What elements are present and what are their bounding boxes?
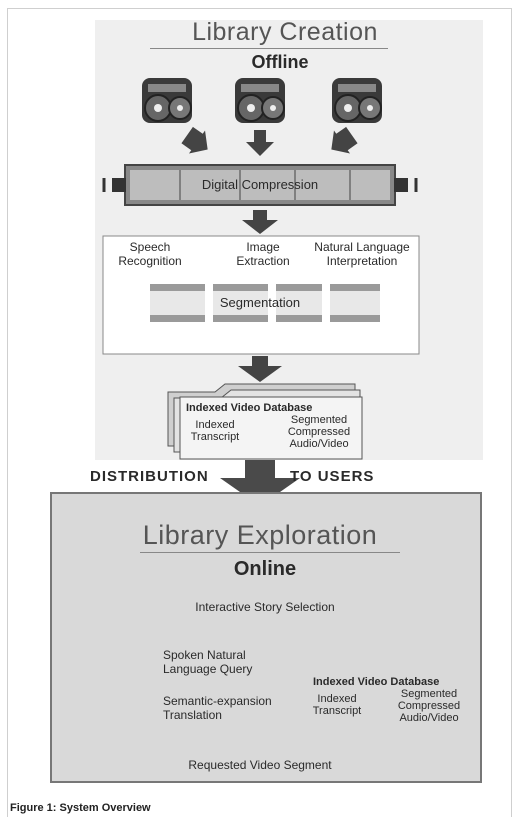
segmented-av-label: Segmented Compressed Audio/Video xyxy=(278,414,360,450)
online-title-rule xyxy=(140,552,400,553)
stage-label-line: Speech xyxy=(129,240,171,254)
db-label-line: Compressed xyxy=(287,426,351,438)
db-label-line: Segmented xyxy=(290,414,348,426)
expansion-label-line: Semantic-expansion xyxy=(163,694,272,708)
segmented-av-label: Segmented Compressed Audio/Video xyxy=(388,688,470,724)
db-label-line: Indexed xyxy=(195,419,235,431)
film-reel-icon xyxy=(235,78,285,123)
indexed-transcript-label: Indexed Transcript xyxy=(306,693,368,717)
db-label-line: Segmented xyxy=(400,688,458,700)
to-users-label: TO USERS xyxy=(290,468,375,485)
figure-frame xyxy=(7,8,512,817)
film-reel-icon xyxy=(142,78,192,123)
db-label-line: Compressed xyxy=(397,700,461,712)
database-title: Indexed Video Database xyxy=(313,676,440,688)
database-title: Indexed Video Database xyxy=(186,402,313,414)
db-label-line: Transcript xyxy=(190,431,240,443)
db-label-line: Indexed xyxy=(317,693,357,705)
stage-label-line: Image xyxy=(246,240,280,254)
image-extraction-label: Image Extraction xyxy=(218,240,308,268)
online-panel xyxy=(50,492,482,783)
story-selection-label: Interactive Story Selection xyxy=(195,600,335,614)
query-label-line: Language Query xyxy=(163,662,253,676)
database-folder-icon xyxy=(167,383,363,460)
db-label-line: Audio/Video xyxy=(289,438,349,450)
query-label-line: Spoken Natural xyxy=(163,648,246,662)
online-subtitle: Online xyxy=(233,558,297,580)
compression-label: Digital Compression xyxy=(201,177,319,192)
db-label-line: Transcript xyxy=(312,705,362,717)
down-arrow-icon xyxy=(242,210,278,234)
film-strip-icon xyxy=(102,164,418,206)
stage-label-line: Natural Language xyxy=(314,240,410,254)
stage-label-line: Recognition xyxy=(118,254,182,268)
down-arrow-icon xyxy=(181,126,358,156)
online-title: Library Exploration xyxy=(142,520,378,550)
distribution-label: DISTRIBUTION xyxy=(90,468,209,485)
distribution-arrow-icon xyxy=(220,460,300,506)
indexed-transcript-label: Indexed Transcript xyxy=(184,419,246,443)
requested-segment-label: Requested Video Segment xyxy=(188,758,332,772)
segmentation-strip-icon xyxy=(150,284,380,322)
expansion-label: Semantic-expansion Translation xyxy=(163,694,272,722)
expansion-label-line: Translation xyxy=(163,708,222,722)
down-arrow-icon xyxy=(238,356,282,382)
spoken-query-label: Spoken Natural Language Query xyxy=(163,648,252,676)
segmentation-label: Segmentation xyxy=(219,295,301,310)
offline-subtitle: Offline xyxy=(251,52,309,72)
offline-title-rule xyxy=(150,48,388,49)
nl-interpretation-label: Natural Language Interpretation xyxy=(307,240,417,268)
speech-recognition-label: Speech Recognition xyxy=(105,240,195,268)
offline-title: Library Creation xyxy=(192,18,378,46)
film-reel-icon xyxy=(332,78,382,123)
db-label-line: Audio/Video xyxy=(399,712,459,724)
stage-label-line: Interpretation xyxy=(326,254,398,268)
figure-caption: Figure 1: System Overview xyxy=(10,802,151,814)
stage-label-line: Extraction xyxy=(236,254,290,268)
